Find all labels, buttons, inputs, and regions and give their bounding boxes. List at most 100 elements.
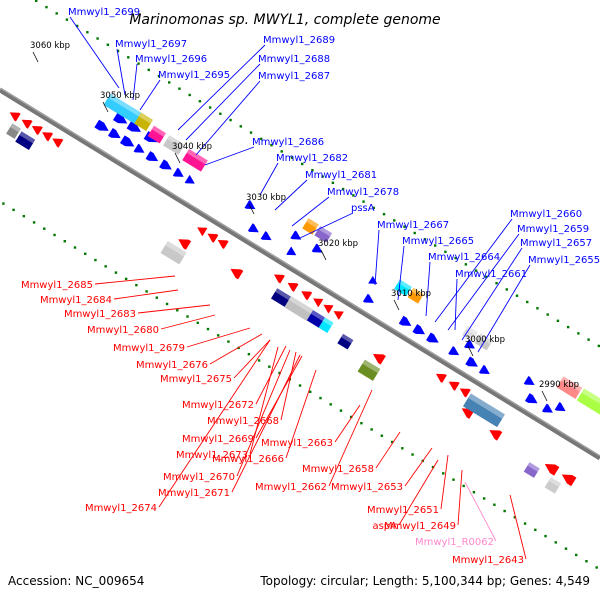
ruler-dot [219, 112, 222, 115]
ruler-dot [65, 18, 69, 21]
ruler-dot [116, 49, 120, 53]
reverse-gene-arrow [31, 125, 43, 136]
ruler-dot [168, 81, 171, 84]
ruler-dot [53, 233, 56, 237]
reverse-gene-arrow [323, 304, 334, 314]
ruler-dot [239, 125, 243, 128]
reverse-gene-arrow [489, 430, 503, 441]
gene-label: Mmwyl1_2668 [207, 416, 279, 427]
gene-label: Mmwyl1_2657 [520, 238, 592, 249]
ruler-dot [32, 221, 36, 224]
ruler-dot [431, 465, 435, 469]
label-leader-line [374, 229, 380, 286]
gene-label: Mmwyl1_2649 [384, 521, 456, 532]
label-leader-line [274, 179, 308, 211]
gene-block-magenta [147, 125, 166, 144]
ruler-dot [597, 344, 600, 348]
forward-gene-arrow [554, 402, 566, 412]
map-title: Marinomonas sp. MWYL1, complete genome [129, 12, 440, 28]
backbone-highlight [0, 87, 600, 457]
reverse-gene-arrow [207, 233, 219, 243]
ruler-dot [329, 403, 332, 406]
top-gene-labels: Mmwyl1_2699Mmwyl1_2697Mmwyl1_2696Mmwyl1_… [68, 7, 600, 280]
scale-label: 3050 kbp [100, 91, 140, 101]
ruler-dot [534, 528, 537, 532]
ruler-dot [380, 434, 384, 437]
forward-gene-arrow [412, 324, 426, 335]
gene-label: Mmwyl1_2686 [252, 137, 324, 148]
ruler-dot [124, 277, 128, 281]
ruler-dot [433, 244, 437, 247]
forward-gene-arrow [133, 143, 145, 153]
ruler-dot [73, 246, 77, 249]
ruler-dot [505, 288, 508, 291]
ruler-dot [63, 240, 66, 243]
label-leader-line [249, 346, 279, 455]
ruler-dot [546, 313, 549, 316]
label-leader-line [139, 79, 161, 111]
label-leader-line [434, 218, 513, 323]
ruler-dot [442, 472, 445, 475]
ruler-dot [75, 24, 79, 28]
reverse-gene-arrow [21, 119, 33, 129]
ruler-dot [260, 137, 263, 141]
ruler-dot [352, 194, 355, 197]
ruler-dot [268, 365, 271, 368]
ruler-dot [339, 409, 343, 412]
label-leader-line [299, 212, 354, 239]
ruler-dot [515, 294, 519, 297]
forward-gene-arrow [159, 159, 172, 170]
ruler-dot [595, 566, 598, 569]
ruler-dot [360, 421, 363, 425]
gene-block-cyan [394, 279, 412, 297]
ruler-dot [188, 93, 191, 97]
gene-block-blue [306, 310, 326, 328]
gene-label: Mmwyl1_2655 [528, 255, 600, 266]
label-leader-line [186, 327, 251, 348]
label-leader-line [285, 369, 317, 459]
gene-block-grey [163, 135, 185, 155]
gene-label: Mmwyl1_2684 [40, 295, 112, 306]
ruler-dot [493, 503, 496, 506]
ruler-dot [249, 131, 253, 134]
ruler-dot [12, 208, 15, 212]
ruler-dot [298, 384, 302, 387]
reverse-gene-arrow [197, 227, 208, 236]
forward-gene-arrow [464, 339, 475, 349]
gene-block-lime [576, 388, 600, 417]
ruler-dot [2, 202, 5, 205]
label-leader-line [204, 146, 255, 166]
gene-label: Mmwyl1_2689 [263, 35, 335, 46]
ruler-dot [341, 187, 345, 191]
label-leader-line [477, 264, 531, 353]
label-leader-line [461, 247, 523, 341]
scale-ruler [2, 0, 600, 569]
reverse-gene-arrow [287, 282, 299, 292]
gene-features [6, 93, 600, 494]
ruler-dot [372, 206, 375, 210]
scale-tick [541, 390, 548, 402]
label-leader-line [334, 404, 361, 443]
gene-label: Mmwyl1_2676 [136, 360, 208, 371]
label-leader-line [440, 454, 449, 510]
reverse-gene-arrow [230, 268, 244, 280]
gene-label: Mmwyl1_2658 [302, 464, 374, 475]
gene-label: Mmwyl1_2674 [85, 503, 157, 514]
forward-gene-arrow [112, 112, 128, 124]
scale-tick [102, 101, 109, 113]
ruler-dot [485, 275, 488, 279]
gene-label: Mmwyl1_2673 [176, 450, 248, 461]
gene-label: Mmwyl1_2685 [21, 280, 93, 291]
ruler-dot [196, 321, 199, 325]
gene-block-grey [160, 241, 187, 265]
ruler-dot [229, 118, 232, 122]
reverse-gene-arrow [435, 373, 447, 383]
gene-label: Mmwyl1_2688 [258, 54, 330, 65]
scale-label: 3060 kbp [30, 41, 70, 51]
label-leader-line [177, 44, 266, 131]
ruler-dot [472, 490, 476, 494]
ruler-dot [280, 150, 283, 153]
gene-block-magenta [182, 149, 208, 172]
gene-block-salmon [556, 376, 583, 399]
scale-tick [467, 345, 474, 357]
